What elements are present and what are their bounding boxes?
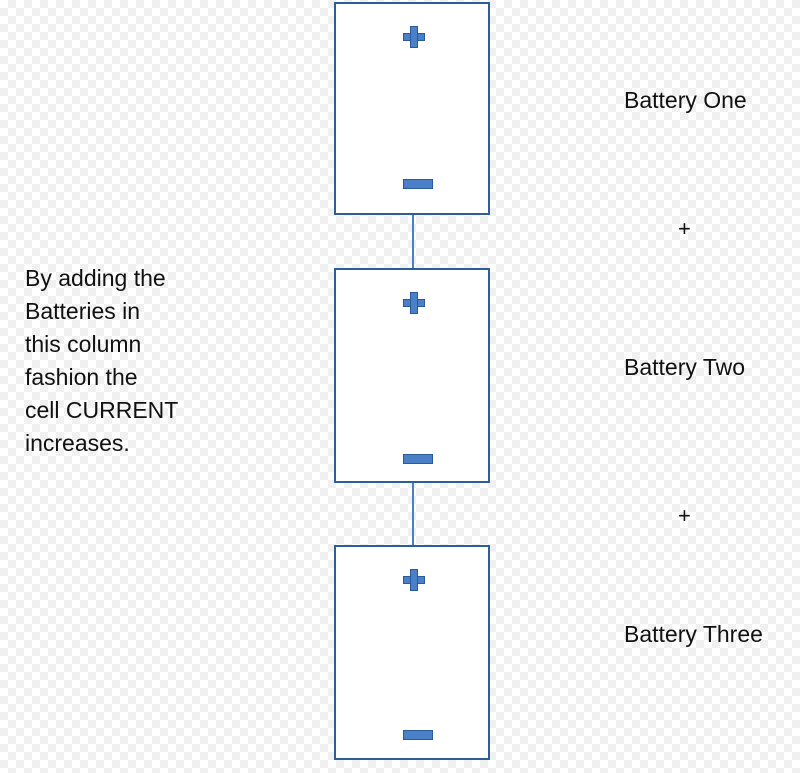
plus-operator: +: [678, 216, 691, 241]
battery-three: [334, 545, 490, 760]
battery-two: [334, 268, 490, 483]
connector-wire: [412, 215, 414, 268]
explanation-line: this column: [25, 331, 142, 357]
battery-three-label: Battery Three: [624, 621, 763, 647]
explanation-text: By adding the Batteries in this column f…: [25, 262, 195, 460]
explanation-line: cell CURRENT: [25, 397, 179, 423]
plus-icon: [403, 569, 425, 591]
explanation-line: Batteries in: [25, 298, 141, 324]
battery-one-label: Battery One: [624, 87, 747, 113]
battery-two-label: Battery Two: [624, 354, 746, 380]
battery-one: [334, 2, 490, 215]
minus-icon: [403, 454, 433, 464]
minus-icon: [403, 730, 433, 740]
explanation-line: increases.: [25, 430, 130, 456]
explanation-line: fashion the: [25, 364, 138, 390]
plus-operator: +: [678, 503, 691, 528]
explanation-line: By adding the: [25, 265, 166, 291]
minus-icon: [403, 179, 433, 189]
plus-icon: [403, 292, 425, 314]
connector-wire: [412, 483, 414, 545]
plus-icon: [403, 26, 425, 48]
